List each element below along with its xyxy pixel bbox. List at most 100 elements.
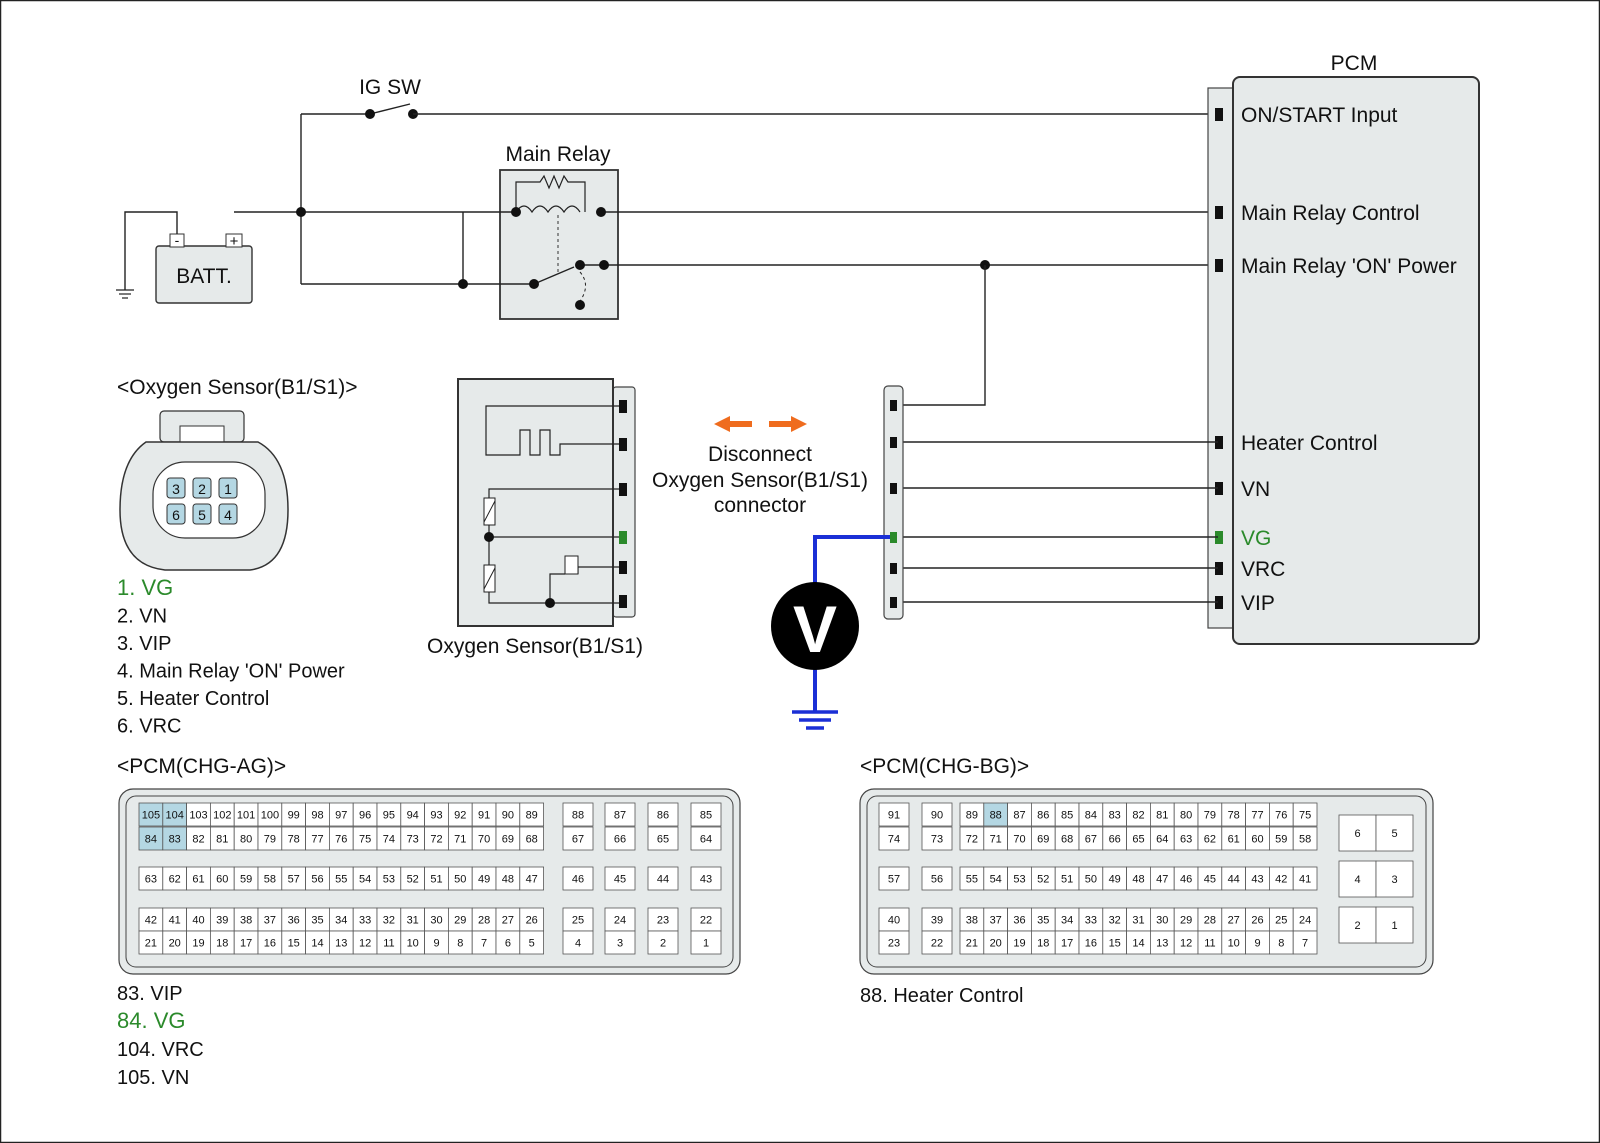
connector-pin-number: 77 <box>1251 810 1263 822</box>
connector-pin-number: 67 <box>572 834 584 846</box>
connector-pin-number: 29 <box>454 915 466 927</box>
connector-cavity <box>152 461 266 539</box>
pcm-pin-label: VRC <box>1241 558 1285 581</box>
ground-symbol <box>116 289 134 299</box>
pcm-ag-housing-inner <box>125 795 734 968</box>
connector-pin-number: 54 <box>359 874 371 886</box>
connector-pin-number: 55 <box>966 874 978 886</box>
connector-pin-number: 16 <box>1085 938 1097 950</box>
connector-pin-cell <box>647 930 679 955</box>
connector-pin-number: 7 <box>481 938 487 950</box>
connector-pin-number: 76 <box>1275 810 1287 822</box>
relay-resistor <box>515 174 586 212</box>
connector-pin-number: 70 <box>478 834 490 846</box>
wire-junction <box>575 300 585 310</box>
connector-pin-number: 25 <box>572 915 584 927</box>
connector-pin-number: 82 <box>192 834 204 846</box>
connector-pin-number: 91 <box>888 810 900 822</box>
connector-pin-number: 68 <box>1061 834 1073 846</box>
wire-junction <box>545 598 555 608</box>
sensor-pin-legend-item: 6. VRC <box>117 716 181 738</box>
battery-label: BATT. <box>176 265 232 288</box>
connector-pin-number: 81 <box>1156 810 1168 822</box>
connector-pin-number: 101 <box>237 810 255 822</box>
pcm-bg-pin-notes: 88. Heater Control <box>860 985 1023 1007</box>
connector-pin-number: 29 <box>1180 915 1192 927</box>
connector-pin-number: 83 <box>1109 810 1121 822</box>
connector-pin-number: 73 <box>407 834 419 846</box>
connector-pin-number: 31 <box>407 915 419 927</box>
connector-pin-number: 70 <box>1013 834 1025 846</box>
connector-pin-number: 39 <box>931 915 943 927</box>
connector-pin-number: 81 <box>216 834 228 846</box>
connector-pin-number: 40 <box>888 915 900 927</box>
connector-pin-number: 8 <box>457 938 463 950</box>
connector-pin-number: 3 <box>617 938 623 950</box>
connector-pin-number: 2 <box>1354 920 1360 932</box>
connector-pin-number: 58 <box>264 874 276 886</box>
connector-pin-cell <box>878 802 910 827</box>
connector-pin-cell <box>604 802 636 827</box>
disconnect-note: Disconnect Oxygen Sensor(B1/S1) connecto… <box>652 416 868 517</box>
connector-pin-number: 8 <box>1278 938 1284 950</box>
sensor-cell <box>564 555 579 575</box>
connector-pin-number: 84 <box>145 834 157 846</box>
connector-pin-number: 13 <box>335 938 347 950</box>
pcm-pin-terminal <box>1215 108 1223 121</box>
connector-pin-number: 51 <box>1061 874 1073 886</box>
wire-junction <box>599 260 609 270</box>
connector-pin-number: 80 <box>1180 810 1192 822</box>
connector-pin-number: 12 <box>359 938 371 950</box>
disconnect-line-2: Oxygen Sensor(B1/S1) <box>652 469 868 492</box>
pcm-bg-housing-inner <box>866 795 1427 968</box>
connector-pin-number: 56 <box>931 874 943 886</box>
relay-contact-blade <box>533 266 575 285</box>
connector-pin-number: 85 <box>700 810 712 822</box>
sensor-pin-vg <box>619 531 627 544</box>
arrow-left-icon <box>714 416 752 432</box>
connector-pin-cell <box>562 866 594 891</box>
connector-pin-number: 3 <box>172 481 180 497</box>
wire-junction <box>458 279 468 289</box>
connector-pin-cell <box>1292 826 1318 851</box>
connector-pin-number: 40 <box>192 915 204 927</box>
connector-pin-number: 62 <box>169 874 181 886</box>
connector-pin-cavity <box>218 503 238 525</box>
sensor-label: Oxygen Sensor(B1/S1) <box>427 635 643 658</box>
connector-pin-number: 89 <box>526 810 538 822</box>
connector-pin-cavity <box>192 503 212 525</box>
wire-junction <box>596 207 606 217</box>
sensor-connector-title: <Oxygen Sensor(B1/S1)> <box>117 376 357 399</box>
connector-pin-number: 74 <box>383 834 395 846</box>
connector-pin-number: 52 <box>407 874 419 886</box>
disconnect-line-3: connector <box>714 494 806 517</box>
pcm-pin-terminal <box>1215 531 1223 544</box>
connector-pin-number: 83 <box>169 834 181 846</box>
connector-pin-number: 12 <box>1180 938 1192 950</box>
connector-pin-number: 64 <box>1156 834 1168 846</box>
power-section: BATT. - + IG SW Main Relay <box>116 76 1218 406</box>
connector-pin-number: 10 <box>407 938 419 950</box>
pcm-pin-terminal <box>1215 436 1223 449</box>
connector-pin-number: 82 <box>1132 810 1144 822</box>
connector-pin-number: 71 <box>454 834 466 846</box>
connector-pin-number: 75 <box>1299 810 1311 822</box>
connector-pin-number: 60 <box>216 874 228 886</box>
connector-pin-number: 46 <box>1180 874 1192 886</box>
connector-pin-number: 68 <box>526 834 538 846</box>
connector-pin-number: 104 <box>166 810 184 822</box>
connector-pin-number: 47 <box>1156 874 1168 886</box>
connector-pin-number: 24 <box>1299 915 1311 927</box>
pcm-ag-pin-note: 84. VG <box>117 1008 185 1033</box>
connector-pin-number: 97 <box>335 810 347 822</box>
connector-pin-cell <box>921 826 953 851</box>
connector-pin-cavity <box>218 477 238 499</box>
connector-pin-cell <box>1375 814 1414 852</box>
sensor-pin <box>619 561 627 574</box>
connector-pin-number: 11 <box>1204 938 1215 950</box>
